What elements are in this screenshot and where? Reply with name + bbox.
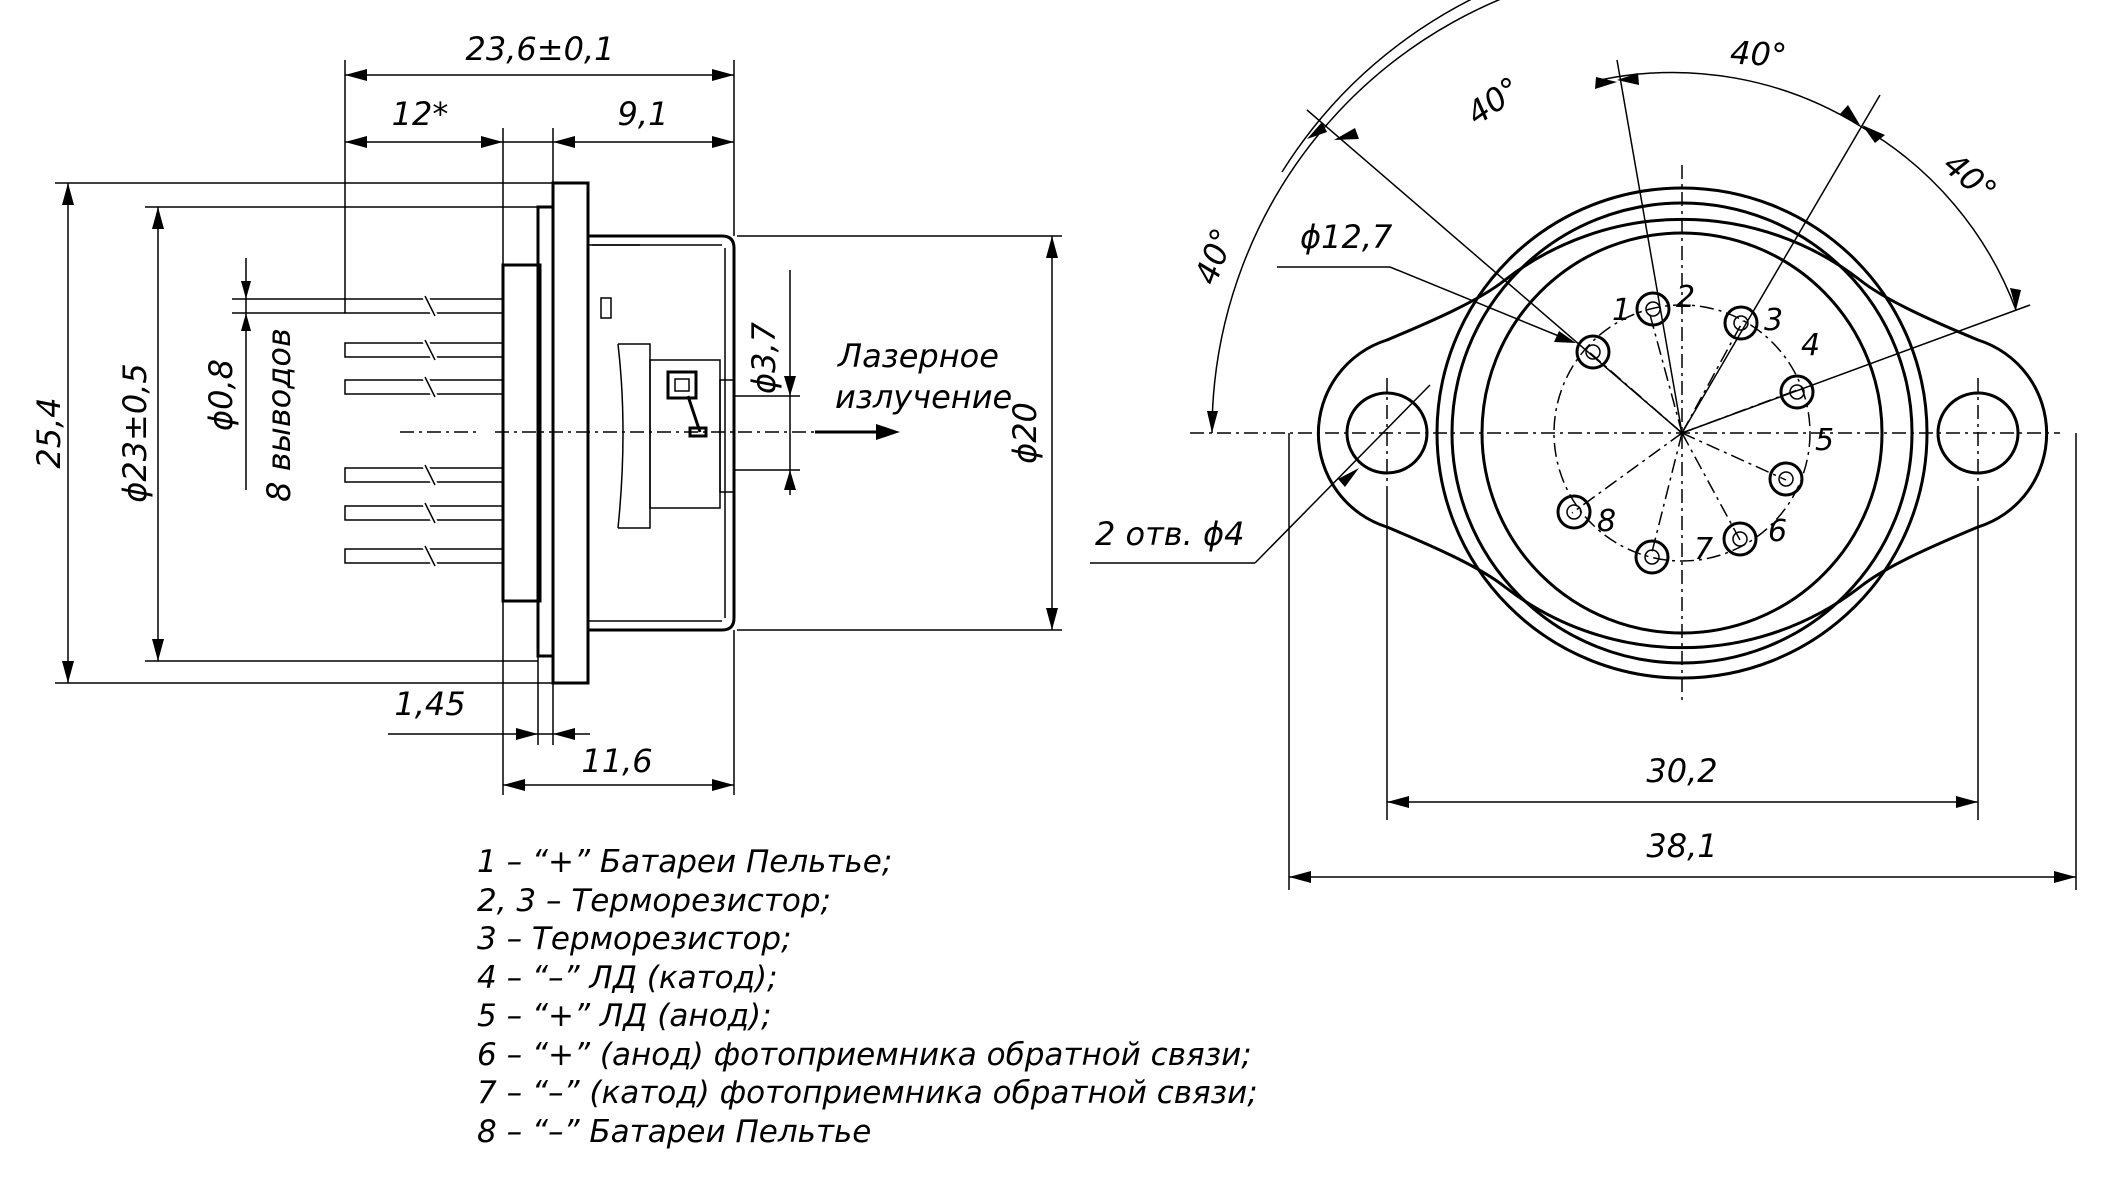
holes-note: 2 отв. ϕ4 bbox=[1095, 515, 1244, 553]
dim-pin-diameter: ϕ0,8 bbox=[202, 359, 240, 431]
pin-number-1: 1 bbox=[1612, 293, 1631, 328]
flange bbox=[551, 181, 590, 685]
dim-overall-length: 23,6±0,1 bbox=[466, 30, 615, 68]
pin-number-3: 3 bbox=[1764, 303, 1783, 338]
dim-front-bottom bbox=[1288, 433, 2077, 890]
internals bbox=[600, 297, 735, 529]
dim-cap bbox=[737, 235, 1062, 631]
legend-item: 7 – “–” (катод) фотоприемника обратной с… bbox=[477, 1075, 1258, 1111]
dim-flange-thickness: 1,45 bbox=[394, 685, 465, 723]
dim-flange-diameter bbox=[145, 206, 538, 662]
pin-number-2: 2 bbox=[1676, 280, 1695, 315]
laser-label-line1: Лазерное bbox=[837, 337, 999, 375]
legend-item: 2, 3 – Терморезистор; bbox=[477, 882, 831, 919]
pin-number-8: 8 bbox=[1597, 504, 1616, 539]
dim-cap-diameter: ϕ20 bbox=[1006, 402, 1044, 464]
dim-window-diameter: ϕ3,7 bbox=[745, 321, 783, 394]
dim-holes-leader bbox=[1090, 384, 1431, 564]
dim-top bbox=[344, 60, 735, 299]
legend-item: 5 – “+” ЛД (анод); bbox=[477, 998, 772, 1034]
dim-front-length: 9,1 bbox=[618, 95, 669, 133]
dim-pin bbox=[232, 258, 345, 490]
front-view: 1 2 3 4 5 6 7 8 ϕ12,7 2 отв. ϕ4 bbox=[1090, 0, 2077, 890]
legend-item: 6 – “+” (анод) фотоприемника обратной св… bbox=[477, 1036, 1252, 1073]
header-face bbox=[1480, 231, 1884, 635]
angle-label-1: 40° bbox=[1187, 223, 1242, 289]
pin-number-5: 5 bbox=[1815, 423, 1834, 458]
legend-item: 8 – “–” Батареи Пельтье bbox=[477, 1113, 872, 1150]
legend-item: 3 – Терморезистор; bbox=[477, 921, 792, 957]
laser-label-line2: излучение bbox=[835, 378, 1012, 416]
dim-flange-height bbox=[55, 182, 553, 684]
cap bbox=[588, 234, 736, 632]
angle-label-4: 40° bbox=[1936, 145, 2004, 211]
dim-bottom bbox=[388, 601, 735, 795]
legend-item: 4 – “–” ЛД (катод); bbox=[477, 959, 778, 996]
dim-overall-width: 38,1 bbox=[1646, 827, 1717, 865]
base-body bbox=[501, 263, 542, 603]
dim-pins-length: 12* bbox=[392, 95, 449, 133]
pins-side bbox=[344, 294, 504, 568]
dim-pin-circle-leader bbox=[1277, 266, 1576, 343]
pins-count-note: 8 выводов bbox=[260, 328, 298, 502]
pin-circle bbox=[1553, 304, 1811, 562]
pin-number-7: 7 bbox=[1694, 532, 1713, 567]
dim-flange-diameter-value: ϕ23±0,5 bbox=[116, 363, 154, 503]
pinout-legend: 1 – “+” Батареи Пельтье; 2, 3 – Терморез… bbox=[477, 843, 1258, 1151]
outer-ring bbox=[1435, 186, 1929, 680]
dim-body-length: 11,6 bbox=[581, 742, 652, 780]
pin-number-6: 6 bbox=[1768, 514, 1787, 549]
legend-item: 1 – “+” Батареи Пельтье; bbox=[477, 844, 893, 880]
dim-window bbox=[735, 270, 800, 495]
dim-flange-height-value: 25,4 bbox=[30, 397, 68, 468]
laser-arrow bbox=[815, 424, 900, 440]
side-view: Лазерное излучение ϕ3,7 ϕ20 25, bbox=[30, 30, 1062, 795]
angle-label-3: 40° bbox=[1729, 34, 1788, 75]
pins-front bbox=[1556, 291, 1815, 575]
dim-pin-circle-diameter: ϕ12,7 bbox=[1300, 218, 1393, 256]
inner-ring bbox=[1450, 201, 1914, 665]
angle-label-2: 40° bbox=[1460, 69, 1528, 133]
pin-number-4: 4 bbox=[1801, 328, 1820, 363]
dim-hole-spacing: 30,2 bbox=[1646, 752, 1717, 790]
